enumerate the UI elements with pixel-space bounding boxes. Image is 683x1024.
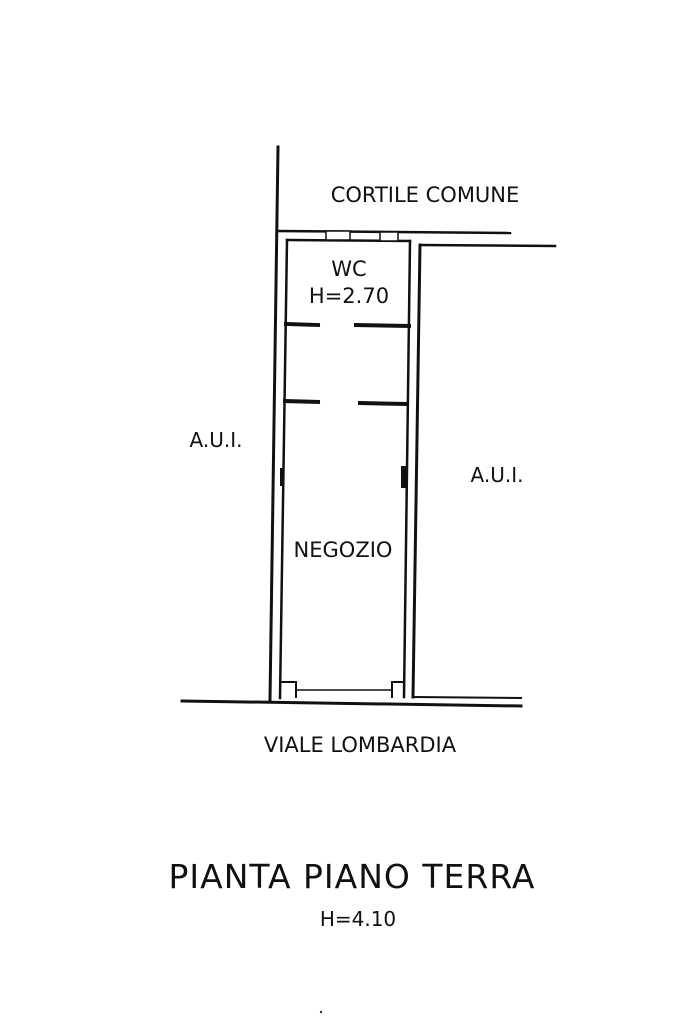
courtyard-label: CORTILE COMUNE (331, 183, 520, 207)
top-window-left (325, 230, 351, 241)
left-unit-label: A.U.I. (190, 428, 243, 452)
street-label: VIALE LOMBARDIA (264, 733, 457, 757)
left-boundary-outer (268, 145, 280, 702)
right-wall-niche (401, 466, 406, 488)
top-window-right (379, 231, 399, 242)
walls (180, 145, 557, 708)
labels: CORTILE COMUNE WC H=2.70 A.U.I. A.U.I. N… (168, 183, 535, 931)
shop-label: NEGOZIO (294, 538, 393, 562)
right-neighbour-top (418, 243, 557, 248)
partition-left-segment (282, 398, 321, 405)
street-line (180, 699, 523, 708)
front-jamb-right (391, 681, 405, 698)
right-wall-outer (411, 243, 422, 699)
left-wall-niche (280, 468, 284, 486)
plan-height-label: H=4.10 (320, 907, 396, 931)
right-unit-label: A.U.I. (471, 463, 524, 487)
plan-title: PIANTA PIANO TERRA (168, 857, 535, 896)
scan-speck (319, 1010, 323, 1014)
right-wall-inner (402, 239, 412, 699)
wc-name-label: WC (331, 257, 366, 281)
wc-wall-left-segment (283, 321, 321, 328)
partitions (280, 321, 412, 488)
wc-height-label: H=2.70 (309, 284, 389, 308)
right-neighbour-bottom (411, 695, 523, 700)
partition-right-segment (357, 400, 409, 407)
wc-wall-right-segment (353, 322, 412, 329)
front-jamb-left (279, 681, 297, 698)
